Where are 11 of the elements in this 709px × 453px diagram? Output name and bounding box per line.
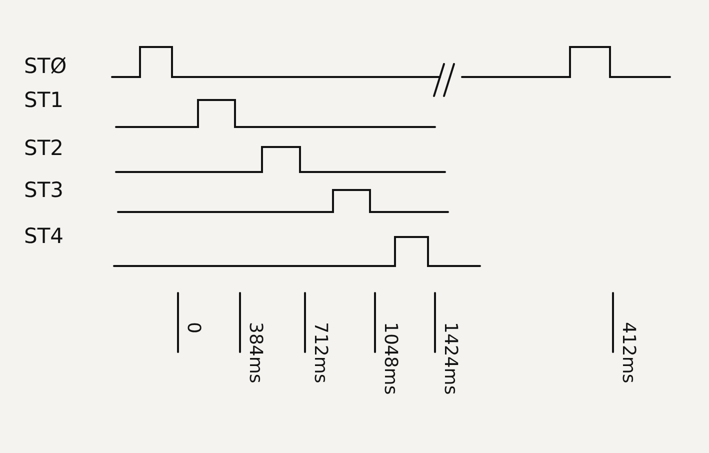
time-label: 1424ms — [441, 322, 459, 395]
time-label: 1048ms — [381, 322, 399, 395]
time-label: 412ms — [619, 322, 637, 384]
time-label: 712ms — [311, 322, 329, 384]
signal-name: ST1 — [24, 90, 64, 111]
signal-name: ST3 — [24, 180, 64, 201]
time-label: 0 — [184, 322, 202, 334]
time-label: 384ms — [246, 322, 264, 384]
signal-name: STØ — [24, 56, 67, 77]
signal-name: ST4 — [24, 226, 64, 247]
signal-name: ST2 — [24, 138, 64, 159]
